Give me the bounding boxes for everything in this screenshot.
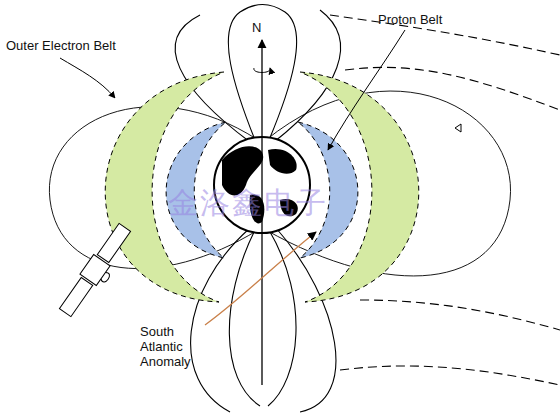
belt-label: Outer Electron Belt <box>6 38 116 53</box>
field-lines <box>49 5 510 413</box>
leader-line <box>328 30 405 150</box>
rotation-arrow <box>254 68 270 73</box>
watermark: 金洛鑫电子 <box>168 186 328 220</box>
flow-arrow <box>455 124 461 132</box>
satellite <box>57 222 138 322</box>
outer-field-lines <box>330 15 560 385</box>
leader-line <box>60 58 115 98</box>
belt-label: Proton Belt <box>378 12 442 27</box>
leader-line <box>205 232 316 325</box>
pole-label: N <box>252 20 261 35</box>
anomaly-label: South Atlantic Anomaly <box>140 324 218 369</box>
